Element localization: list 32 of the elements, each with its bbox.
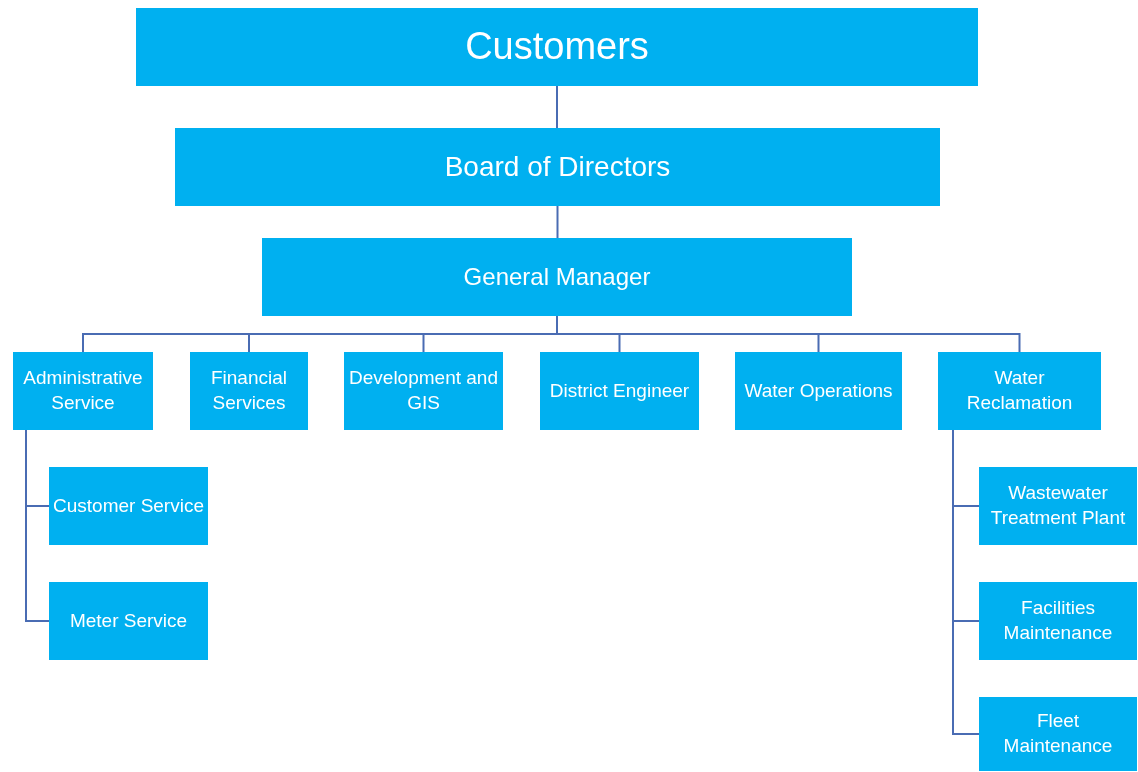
box-label: Water Reclamation xyxy=(965,366,1074,415)
box-label: General Manager xyxy=(463,262,651,293)
box-label: Administrative Service xyxy=(22,366,144,415)
box-label: Customers xyxy=(465,24,649,70)
org-box xyxy=(49,582,208,660)
org-box xyxy=(979,582,1137,660)
box-label: District Engineer xyxy=(549,378,690,403)
box-label: Facilities Maintenance xyxy=(1002,596,1114,645)
connector-line xyxy=(952,429,980,735)
org-box xyxy=(49,467,208,545)
box-label: Water Operations xyxy=(744,378,893,403)
org-box xyxy=(190,352,308,430)
org-box xyxy=(938,352,1101,430)
org-box xyxy=(262,238,852,316)
connector-line xyxy=(25,429,50,622)
connector-line xyxy=(556,85,558,129)
org-box xyxy=(540,352,699,430)
box-label: Meter Service xyxy=(69,608,188,633)
org-box xyxy=(136,8,978,86)
box-label: Customer Service xyxy=(53,493,204,518)
org-box xyxy=(979,467,1137,545)
box-label: Financial Services xyxy=(209,366,288,415)
org-box xyxy=(175,128,940,206)
box-label: Wastewater Treatment Plant xyxy=(989,481,1127,530)
box-label: Development and GIS xyxy=(348,366,499,415)
org-box xyxy=(979,697,1137,771)
connector-line xyxy=(556,205,559,239)
box-label: Board of Directors xyxy=(444,149,671,184)
org-box xyxy=(344,352,503,430)
org-box xyxy=(735,352,902,430)
org-box xyxy=(13,352,153,430)
box-label: Fleet Maintenance xyxy=(1002,709,1114,758)
